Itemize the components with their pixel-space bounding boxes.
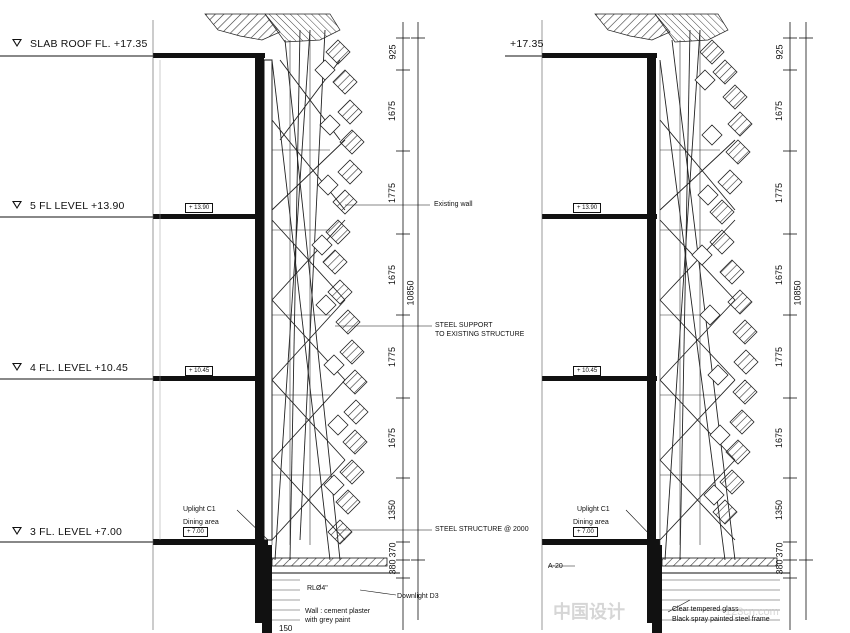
- note-frame: Black spray painted steel frame: [672, 616, 770, 623]
- level-tag-3fl: + 7.00: [183, 527, 208, 537]
- level-tag-5fl-right: + 13.90: [573, 203, 602, 213]
- level-marker-icon: [12, 201, 22, 210]
- note-dim-150: 150: [279, 624, 293, 633]
- dim-total-right: 10850: [792, 280, 803, 306]
- dim-1675-b: 1675: [387, 264, 398, 286]
- dim-1675-c-right: 1675: [774, 427, 785, 449]
- note-downlight: Downlight D3: [397, 593, 439, 600]
- dim-1675-b-right: 1675: [774, 264, 785, 286]
- level-label-3fl: 3 FL. LEVEL +7.00: [12, 526, 122, 538]
- level-tag-4fl: + 10.45: [185, 366, 214, 376]
- dim-1675-c: 1675: [387, 427, 398, 449]
- level-tag-3fl-right: + 7.00: [573, 527, 598, 537]
- dim-total: 10850: [405, 280, 416, 306]
- watermark-text: 中国设计: [553, 602, 625, 622]
- level-label-4fl: 4 FL. LEVEL +10.45: [12, 362, 128, 374]
- dim-1775-b: 1775: [387, 346, 398, 368]
- note-uplight: Uplight C1: [183, 506, 216, 513]
- note-dining: Dining area: [183, 519, 219, 526]
- level-tag-5fl: + 13.90: [185, 203, 214, 213]
- dim-1775-a: 1775: [387, 182, 398, 204]
- dim-380-right: 380: [774, 559, 785, 575]
- dim-1350: 1350: [387, 499, 398, 521]
- dim-380: 380: [387, 559, 398, 575]
- dim-1350-right: 1350: [774, 499, 785, 521]
- note-uplight-right: Uplight C1: [577, 506, 610, 513]
- level-marker-icon: [12, 527, 22, 536]
- note-existing-wall: Existing wall: [434, 201, 473, 208]
- dim-370-right: 370: [774, 542, 785, 558]
- note-dining-right: Dining area: [573, 519, 609, 526]
- watermark-url: 123cn.com: [725, 606, 779, 618]
- dim-1775-b-right: 1775: [774, 346, 785, 368]
- dim-1775-a-right: 1775: [774, 182, 785, 204]
- level-label-roof: SLAB ROOF FL. +17.35: [12, 38, 148, 50]
- level-marker-icon: [12, 39, 22, 48]
- level-tag-4fl-right: + 10.45: [573, 366, 602, 376]
- level-label-roof-right: +17.35: [510, 38, 544, 50]
- dim-1675-a: 1675: [387, 100, 398, 122]
- note-a20: A-20: [548, 563, 563, 570]
- dim-370: 370: [387, 542, 398, 558]
- dim-925-right: 925: [774, 44, 785, 60]
- dim-925: 925: [387, 44, 398, 60]
- level-label-5fl: 5 FL LEVEL +13.90: [12, 200, 125, 212]
- level-marker-icon: [12, 363, 22, 372]
- note-glass: Clear tempered glass: [672, 606, 739, 613]
- right-section: [505, 13, 813, 633]
- dim-1675-a-right: 1675: [774, 100, 785, 122]
- note-steel-structure: STEEL STRUCTURE @ 2000: [435, 526, 529, 533]
- left-section: [0, 13, 432, 633]
- note-rl: RLØ4": [307, 585, 328, 592]
